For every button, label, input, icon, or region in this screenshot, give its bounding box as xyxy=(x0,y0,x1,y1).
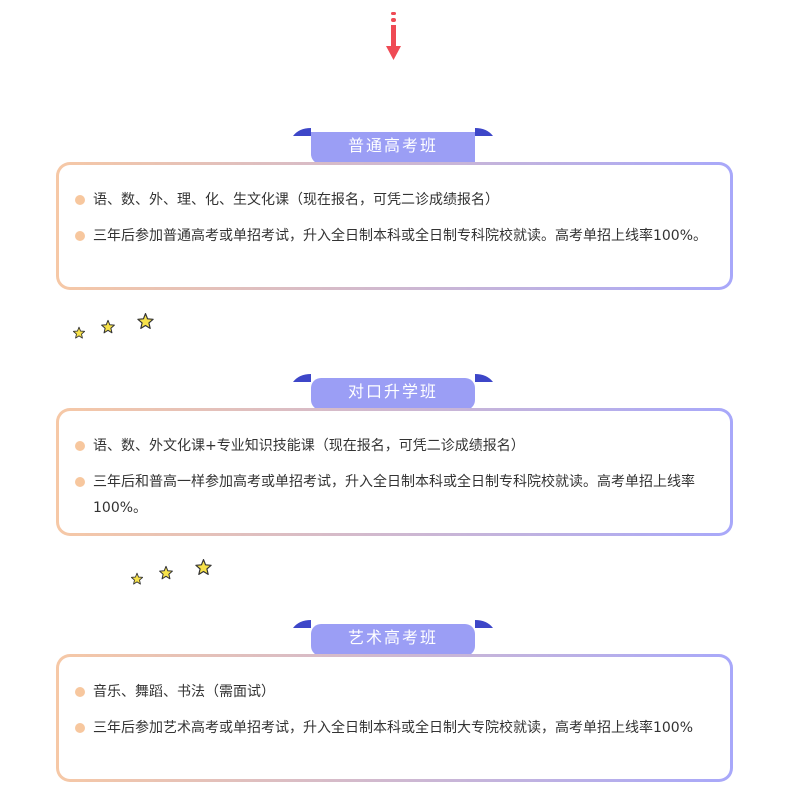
info-card: 语、数、外、理、化、生文化课（现在报名，可凭二诊成绩报名） 三年后参加普通高考或… xyxy=(56,162,733,290)
ribbon-banner: 对口升学班 xyxy=(293,374,493,410)
star-icon xyxy=(137,312,154,329)
star-icon xyxy=(159,565,173,580)
star-icon xyxy=(130,572,144,585)
section-title: 普通高考班 xyxy=(347,136,438,155)
section-title: 对口升学班 xyxy=(347,382,438,401)
section-title: 艺术高考班 xyxy=(347,628,438,647)
section-yishu: 艺术高考班 音乐、舞蹈、书法（需面试） 三年后参加艺术高考或单招考试，升入全日制… xyxy=(56,620,733,786)
bullet-dot xyxy=(75,723,85,733)
list-item: 音乐、舞蹈、书法（需面试） xyxy=(75,679,723,705)
bullet-dot xyxy=(75,195,85,205)
bullet-dot xyxy=(75,477,85,487)
bullet-dot xyxy=(75,441,85,451)
star-icon xyxy=(101,319,115,334)
ribbon-banner: 艺术高考班 xyxy=(293,620,493,656)
star-icon xyxy=(72,326,86,339)
bullet-dot xyxy=(75,687,85,697)
list-item: 三年后参加普通高考或单招考试，升入全日制本科或全日制专科院校就读。高考单招上线率… xyxy=(75,223,723,249)
star-icon xyxy=(195,558,212,575)
list-item: 三年后参加艺术高考或单招考试，升入全日制本科或全日制大专院校就读，高考单招上线率… xyxy=(75,715,723,741)
section-putong: 普通高考班 语、数、外、理、化、生文化课（现在报名，可凭二诊成绩报名） 三年后参… xyxy=(56,128,733,294)
list-item: 语、数、外、理、化、生文化课（现在报名，可凭二诊成绩报名） xyxy=(75,187,723,213)
down-arrow-icon xyxy=(386,12,401,60)
stars-decoration xyxy=(128,558,218,588)
stars-decoration xyxy=(70,312,160,342)
list-item: 语、数、外文化课+专业知识技能课（现在报名，可凭二诊成绩报名） xyxy=(75,433,723,459)
info-card: 音乐、舞蹈、书法（需面试） 三年后参加艺术高考或单招考试，升入全日制本科或全日制… xyxy=(56,654,733,782)
ribbon-banner: 普通高考班 xyxy=(293,128,493,164)
section-duikou: 对口升学班 语、数、外文化课+专业知识技能课（现在报名，可凭二诊成绩报名） 三年… xyxy=(56,374,733,540)
list-item: 三年后和普高一样参加高考或单招考试，升入全日制本科或全日制专科院校就读。高考单招… xyxy=(75,469,723,521)
bullet-dot xyxy=(75,231,85,241)
info-card: 语、数、外文化课+专业知识技能课（现在报名，可凭二诊成绩报名） 三年后和普高一样… xyxy=(56,408,733,536)
